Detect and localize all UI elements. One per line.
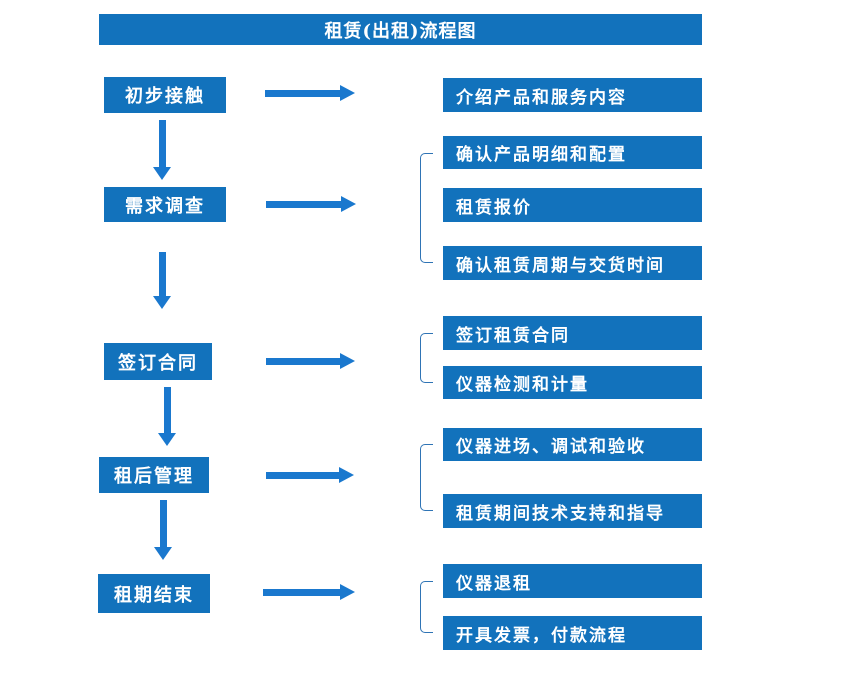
right-arrow-icon-3 xyxy=(266,353,355,369)
detail-box-instrument-testing: 仪器检测和计量 xyxy=(443,366,702,399)
detail-box-instrument-setup-acceptance: 仪器进场、调试和验收 xyxy=(443,428,702,461)
detail-box-rental-quote: 租赁报价 xyxy=(443,188,702,222)
step-box-rental-end: 租期结束 xyxy=(98,574,210,613)
bracket-group-demand-survey xyxy=(420,153,433,263)
detail-box-technical-support: 租赁期间技术支持和指导 xyxy=(443,494,702,528)
detail-box-invoice-payment: 开具发票，付款流程 xyxy=(443,616,702,650)
down-arrow-icon-2 xyxy=(152,252,172,309)
bracket-group-sign-contract xyxy=(420,333,433,383)
right-arrow-icon-1 xyxy=(265,85,355,101)
detail-box-introduce-products: 介绍产品和服务内容 xyxy=(443,78,702,112)
detail-box-confirm-rental-period: 确认租赁周期与交货时间 xyxy=(443,246,702,280)
down-arrow-icon-1 xyxy=(152,120,172,180)
detail-box-sign-rental-contract: 签订租赁合同 xyxy=(443,316,702,350)
bracket-group-post-rental xyxy=(420,444,433,511)
step-box-initial-contact: 初步接触 xyxy=(104,77,226,113)
detail-box-confirm-product-details: 确认产品明细和配置 xyxy=(443,136,702,169)
bracket-group-rental-end xyxy=(420,581,433,633)
detail-box-instrument-return: 仪器退租 xyxy=(443,564,702,598)
right-arrow-icon-4 xyxy=(266,467,354,483)
step-box-sign-contract: 签订合同 xyxy=(104,343,212,380)
flowchart-title: 租赁(出租)流程图 xyxy=(99,14,702,45)
step-box-demand-survey: 需求调查 xyxy=(104,187,226,222)
right-arrow-icon-5 xyxy=(263,584,355,600)
step-box-post-rental-management: 租后管理 xyxy=(99,457,209,493)
down-arrow-icon-4 xyxy=(153,500,173,560)
down-arrow-icon-3 xyxy=(157,387,177,446)
right-arrow-icon-2 xyxy=(266,196,356,212)
